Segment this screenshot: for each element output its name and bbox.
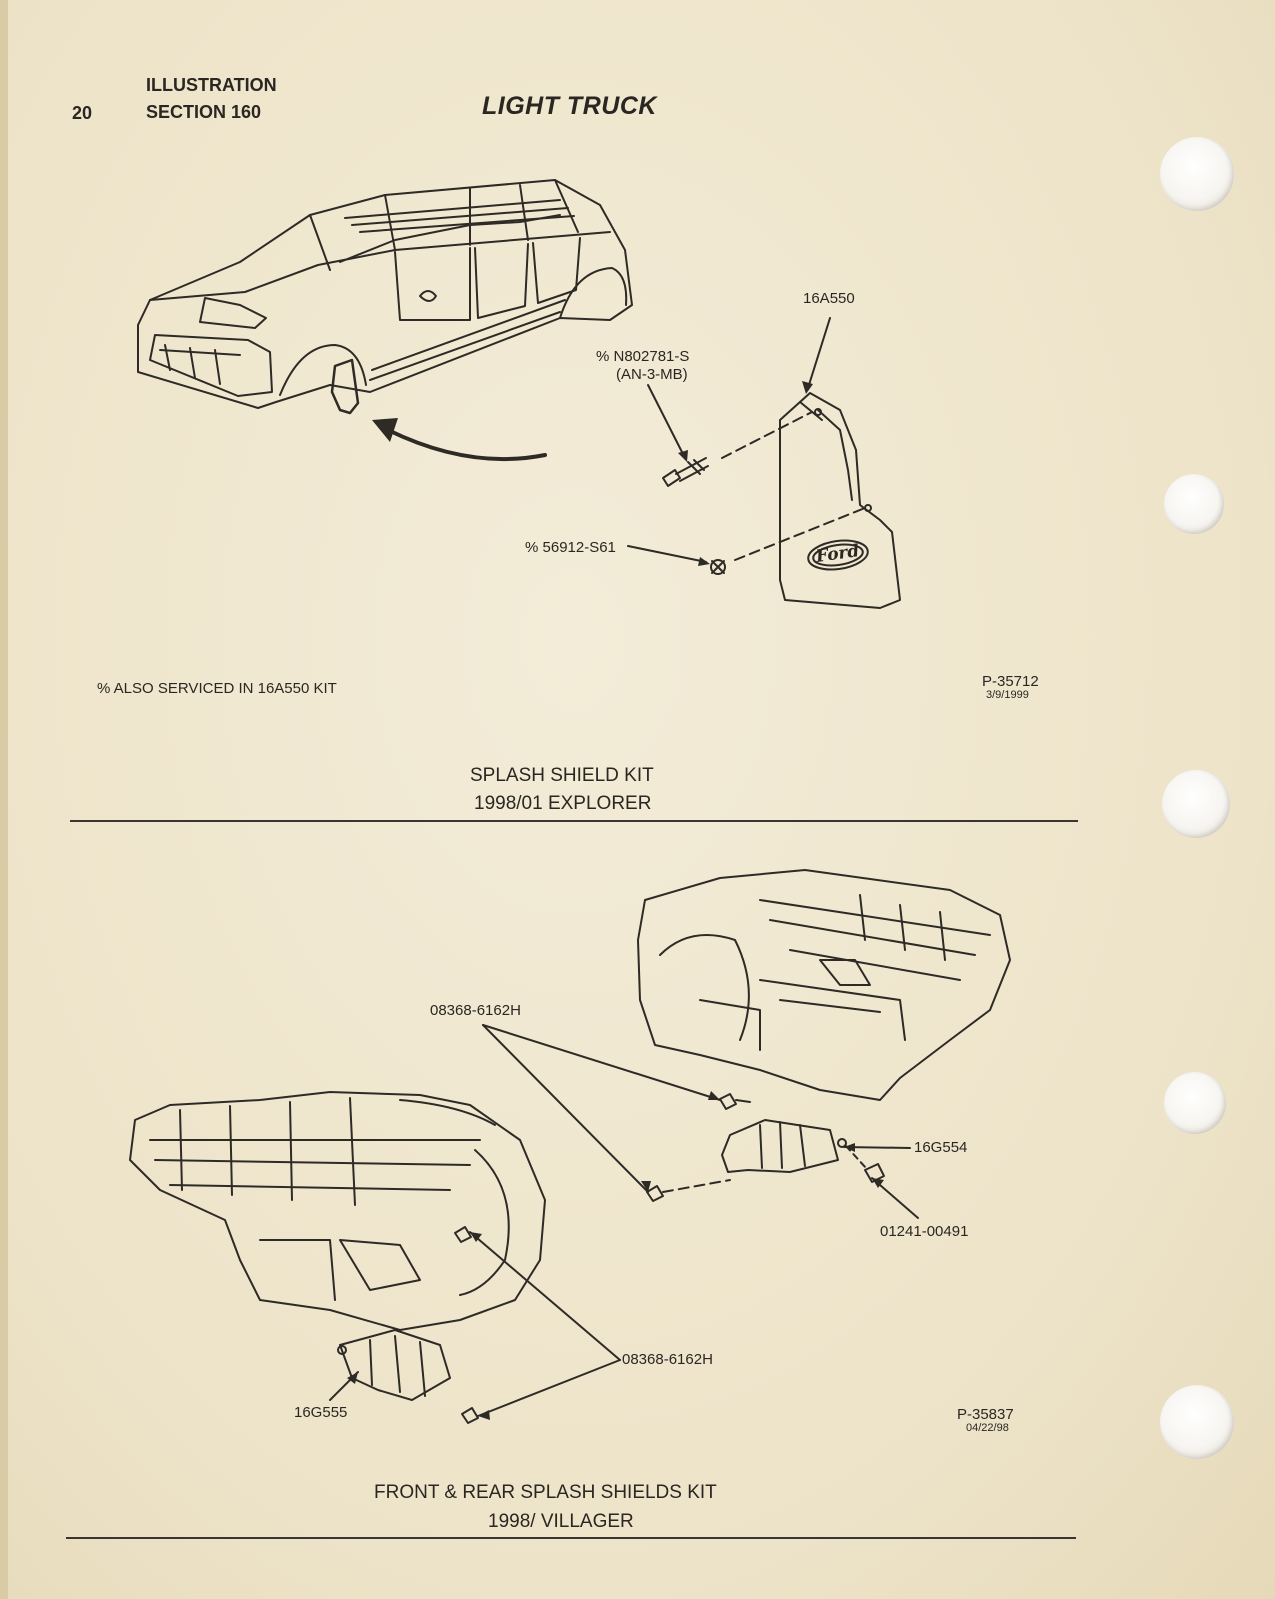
leader-arrowheads	[347, 381, 884, 1420]
front-splash-shield-drawing	[337, 1329, 451, 1401]
bolt-front-bottom-drawing	[461, 1407, 479, 1424]
part-label-16a550: 16A550	[803, 290, 855, 307]
leader-n802781	[647, 384, 685, 457]
bolt-front-top-drawing	[454, 1226, 472, 1243]
figure1-divider	[70, 820, 1078, 822]
binder-hole	[1164, 474, 1224, 534]
leader-08368-bottom-a	[469, 1231, 621, 1361]
figure1-caption-line2: 1998/01 EXPLORER	[474, 793, 652, 814]
rear-splash-shield-drawing	[721, 1119, 847, 1173]
bolt-top-drawing	[719, 1093, 751, 1110]
part-label-16g555: 16G555	[294, 1404, 348, 1421]
part-label-01241: 01241-00491	[880, 1223, 969, 1240]
mud-flap-drawing	[779, 392, 901, 609]
binder-hole	[1160, 137, 1234, 211]
part-label-an3mb: (AN-3-MB)	[616, 366, 688, 383]
figure1-ref-date: 3/9/1999	[986, 689, 1029, 701]
leader-08368-bottom-b	[477, 1359, 621, 1417]
page-number: 20	[72, 103, 93, 123]
leader-56912	[627, 545, 707, 563]
explorer-vehicle-drawing	[137, 179, 633, 415]
part-label-16g554: 16G554	[914, 1139, 968, 1156]
section-label: SECTION 160	[146, 102, 262, 122]
push-pin-fastener-drawing	[662, 411, 813, 487]
part-label-08368-top: 08368-6162H	[430, 1002, 521, 1019]
rear-body-section-drawing	[637, 869, 1011, 1101]
illustration-label: ILLUSTRATION	[146, 75, 277, 95]
service-note: % ALSO SERVICED IN 16A550 KIT	[97, 680, 337, 697]
part-label-08368-bottom: 08368-6162H	[622, 1351, 713, 1368]
page-title: LIGHT TRUCK	[482, 92, 657, 120]
leader-08368-top-a	[482, 1024, 721, 1101]
leader-16a550	[807, 317, 831, 389]
figure2-divider	[66, 1537, 1076, 1539]
page-edge	[0, 0, 8, 1599]
figure2-caption-line2: 1998/ VILLAGER	[488, 1511, 634, 1532]
figure2-ref-date: 04/22/98	[966, 1422, 1009, 1434]
clip-drawing	[845, 1145, 885, 1183]
figure2-caption-line1: FRONT & REAR SPLASH SHIELDS KIT	[374, 1482, 717, 1503]
bolt-lower-drawing	[646, 1179, 731, 1202]
leader-08368-top-b	[482, 1024, 649, 1193]
figure1-caption-line1: SPLASH SHIELD KIT	[470, 765, 654, 786]
figure2-ref-code: P-35837	[957, 1406, 1014, 1423]
binder-hole	[1160, 1385, 1234, 1459]
figure1-ref-code: P-35712	[982, 673, 1039, 690]
binder-hole	[1164, 1072, 1226, 1134]
binder-hole	[1162, 770, 1230, 838]
part-label-n802781: % N802781-S	[596, 348, 690, 365]
front-body-section-drawing	[129, 1091, 546, 1331]
part-label-56912: % 56912-S61	[525, 539, 616, 556]
install-direction-arrow	[386, 428, 547, 462]
screw-drawing	[710, 507, 866, 575]
